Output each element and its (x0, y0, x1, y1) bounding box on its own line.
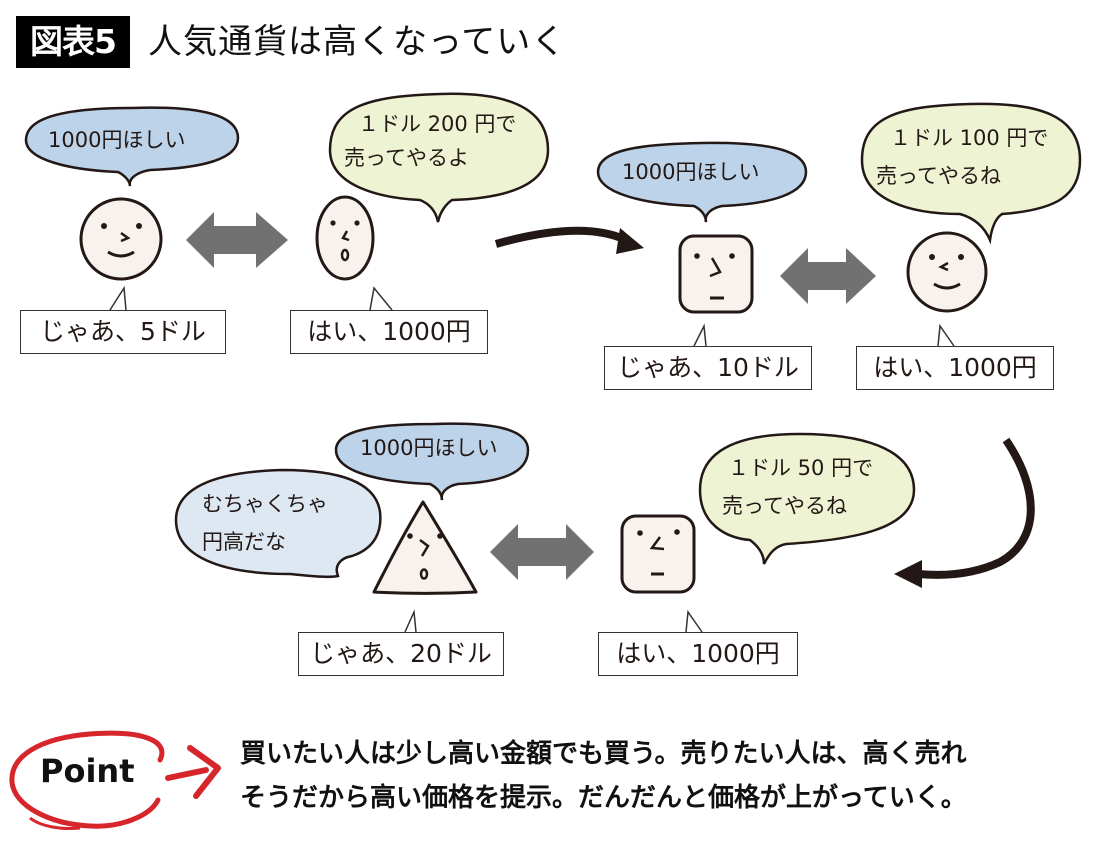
seller-speech-bubble-2 (860, 102, 1082, 245)
seller-speech-bubble-3 (698, 432, 916, 565)
seller-reply-label-3: はい、1000円 (598, 632, 798, 676)
seller-face-circle-2 (906, 231, 988, 313)
seller-reply-label-2: はい、1000円 (856, 346, 1054, 390)
buyer-reply-label-1: じゃあ、5ドル (20, 310, 226, 354)
buyer-bubble-text-1: 1000円ほしい (48, 128, 186, 152)
figure-title: 人気通貨は高くなっていく (148, 22, 567, 62)
seller-bubble-text-2-line2: 売ってやるね (876, 164, 1001, 188)
flow-arrow-curve-down-left (894, 437, 1035, 588)
buyer-reply-label-3: じゃあ、20ドル (298, 632, 504, 676)
point-label: Point (40, 752, 135, 790)
buyer-speech-bubble-1 (24, 106, 240, 187)
point-summary-line2: そうだから高い価格を提示。だんだんと価格が上がっていく。 (240, 783, 967, 813)
point-summary-line1: 買いたい人は少し高い金額でも買う。売りたい人は、高く売れ (240, 739, 967, 769)
seller-face-oval-1 (315, 195, 375, 281)
buyer-speech-bubble-2 (596, 141, 808, 223)
seller-bubble-text-3-line2: 売ってやるね (722, 494, 847, 518)
buyer-face-square-2 (678, 234, 754, 314)
figure-number-badge: 図表5 (16, 16, 130, 68)
buyer-reply-label-2: じゃあ、10ドル (604, 346, 812, 390)
double-arrow-3 (490, 524, 594, 580)
point-summary: 買いたい人は少し高い金額でも買う。売りたい人は、高く売れ そうだから高い価格を提… (240, 732, 1090, 820)
reply-pointer (685, 609, 703, 633)
double-arrow-1 (186, 212, 288, 268)
point-circle-arrow-icon (9, 730, 221, 830)
seller-face-square-3 (620, 514, 696, 594)
seller-bubble-text-1-line1: １ドル 200 円で (358, 112, 517, 136)
buyer-face-triangle-3 (372, 500, 478, 595)
reaction-bubble-text-3-line1: むちゃくちゃ (202, 492, 328, 516)
seller-bubble-text-1-line2: 売ってやるよ (344, 146, 469, 170)
seller-speech-bubble-1 (328, 92, 550, 223)
flow-arrow-right (494, 226, 644, 254)
seller-reply-label-1: はい、1000円 (290, 310, 488, 354)
buyer-bubble-text-2: 1000円ほしい (622, 160, 760, 184)
reply-pointer (937, 323, 955, 347)
double-arrow-2 (780, 248, 876, 304)
buyer-speech-bubble-3 (334, 422, 530, 501)
reply-pointer (404, 609, 417, 633)
reply-pointer (109, 285, 127, 311)
reply-pointer (693, 323, 707, 347)
reaction-speech-bubble-3 (174, 468, 382, 579)
buyer-face-circle-1 (79, 197, 163, 281)
reply-pointer (369, 286, 393, 311)
reaction-bubble-text-3-line2: 円高だな (202, 530, 286, 554)
seller-bubble-text-3-line1: １ドル 50 円で (728, 456, 874, 480)
seller-bubble-text-2-line1: １ドル 100 円で (890, 126, 1049, 150)
buyer-bubble-text-3: 1000円ほしい (360, 436, 498, 460)
